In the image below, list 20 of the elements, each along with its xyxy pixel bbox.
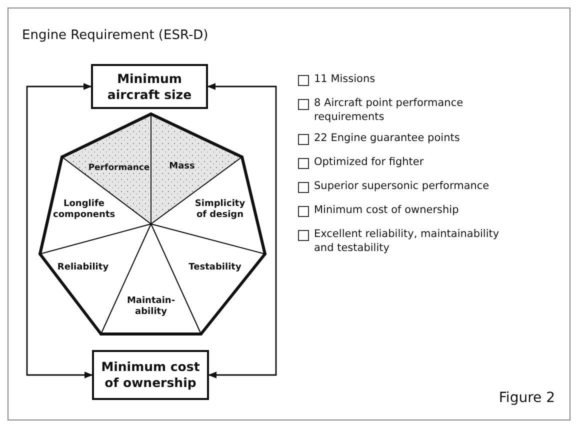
list-item: 8 Aircraft point performance requirements [314, 97, 464, 124]
text-box: Minimum aircraft size [91, 64, 208, 109]
list-item: 11 Missions [314, 73, 376, 87]
sector-label: Maintain- ability [126, 296, 176, 318]
arrow [207, 83, 277, 378]
text-box: Minimum cost of ownership [92, 350, 209, 400]
sector-label: Testability [188, 262, 242, 274]
list-item: Excellent reliability, maintainability and testability [314, 228, 500, 256]
arrow [26, 83, 93, 378]
sector-label: Mass [169, 162, 195, 172]
list-item: Optimized for fighter [314, 156, 424, 170]
list-item: Superior supersonic performance [314, 180, 490, 194]
sector-label: Performance [88, 162, 150, 174]
title: Engine Requirement (ESR-D) [22, 28, 208, 43]
sector-label: Longlife components [53, 199, 115, 221]
sector-label: Reliability [57, 262, 109, 274]
list-item: 22 Engine guarantee points [314, 132, 460, 146]
sector-label: Simplicity of design [194, 199, 246, 221]
list-item: Minimum cost of ownership [314, 204, 459, 218]
figure-caption: Figure 2 [498, 390, 555, 406]
